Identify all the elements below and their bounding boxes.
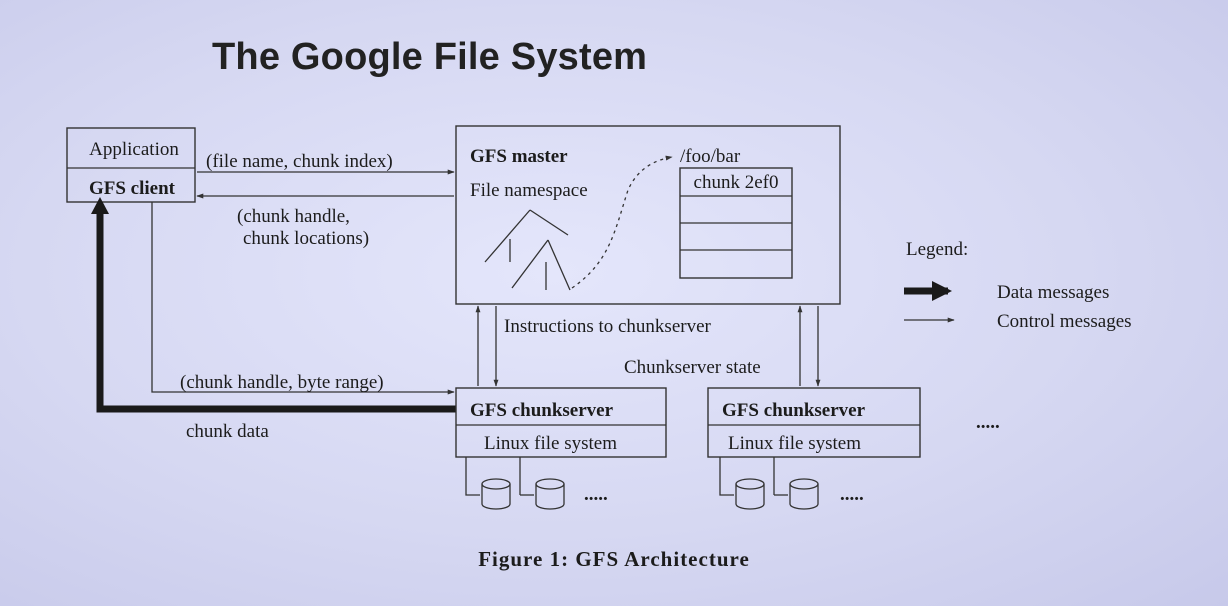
byte-range-arrow [151, 202, 455, 395]
chunk-table: chunk 2ef0 [679, 167, 793, 279]
linux-fs-label: Linux file system [484, 433, 617, 454]
namespace-label: File namespace [470, 180, 588, 201]
application-label: Application [89, 139, 179, 160]
instructions-label: Instructions to chunkserver [504, 316, 712, 337]
linux-fs-label: Linux file system [728, 433, 861, 454]
legend-control-label: Control messages [997, 311, 1132, 332]
disk-icon [481, 478, 511, 510]
disk-group-2: ..... [719, 457, 864, 510]
state-label: Chunkserver state [624, 357, 761, 378]
request-label: (file name, chunk index) [206, 151, 393, 172]
disk-icon [735, 478, 765, 510]
disk-ellipsis: ..... [584, 484, 608, 505]
disk-icon [789, 478, 819, 510]
namespace-tree-icon [484, 209, 571, 291]
master-box: GFS master File namespace /foo/bar chunk… [455, 125, 841, 305]
more-servers-ellipsis: ..... [976, 412, 1000, 433]
client-box: Application GFS client [66, 127, 196, 203]
master-label: GFS master [470, 146, 568, 167]
disk-ellipsis: ..... [840, 484, 864, 505]
legend-title: Legend: [906, 239, 968, 260]
path-label: /foo/bar [680, 146, 741, 167]
chunkserver-label: GFS chunkserver [470, 400, 614, 421]
chunkserver-box-2: GFS chunkserver Linux file system [707, 387, 921, 458]
legend: Legend: Data messages Control messages [904, 239, 1132, 332]
reply-label-1: (chunk handle, [237, 206, 350, 227]
figure-caption: Figure 1: GFS Architecture [478, 547, 750, 571]
disk-group-1: ..... [465, 457, 608, 510]
client-label: GFS client [89, 178, 176, 199]
chunkserver-label: GFS chunkserver [722, 400, 866, 421]
legend-data-label: Data messages [997, 282, 1109, 303]
reply-label-2: chunk locations) [243, 228, 369, 249]
namespace-link-curve [571, 155, 673, 289]
disk-icon [535, 478, 565, 510]
chunkserver-box-1: GFS chunkserver Linux file system [455, 387, 667, 458]
slide-title: The Google File System [212, 36, 648, 78]
chunk-label: chunk 2ef0 [694, 172, 779, 193]
chunk-data-arrowhead [91, 197, 109, 214]
chunk-data-label: chunk data [186, 421, 269, 442]
byte-range-label: (chunk handle, byte range) [180, 372, 384, 393]
chunk-data-arrow [96, 212, 456, 413]
